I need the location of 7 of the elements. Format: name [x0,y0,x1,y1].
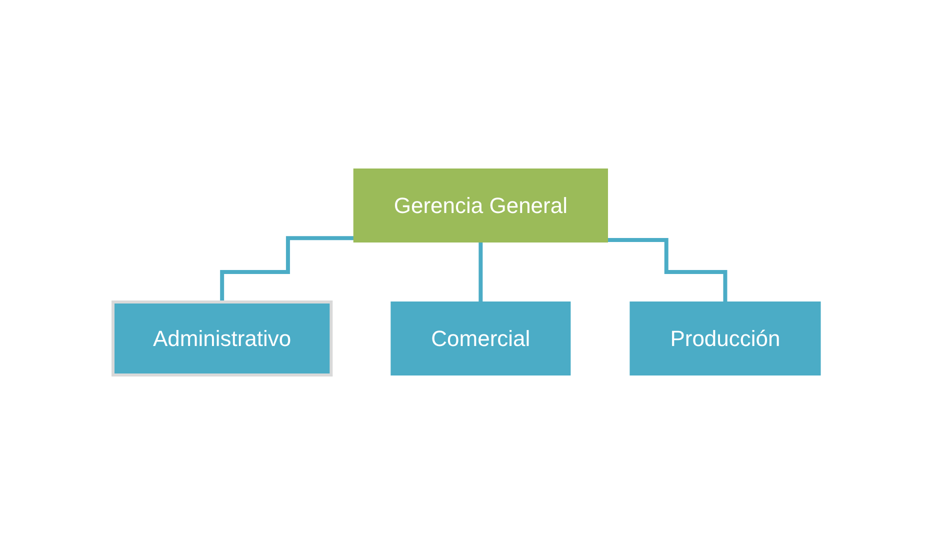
node-box [391,301,572,375]
connector [608,237,728,304]
node-box [112,300,334,376]
node-box [630,301,822,375]
node-box [354,168,608,242]
org-chart: Gerencia General Administrativo Comercial Producción [105,160,829,382]
connector [479,240,484,304]
